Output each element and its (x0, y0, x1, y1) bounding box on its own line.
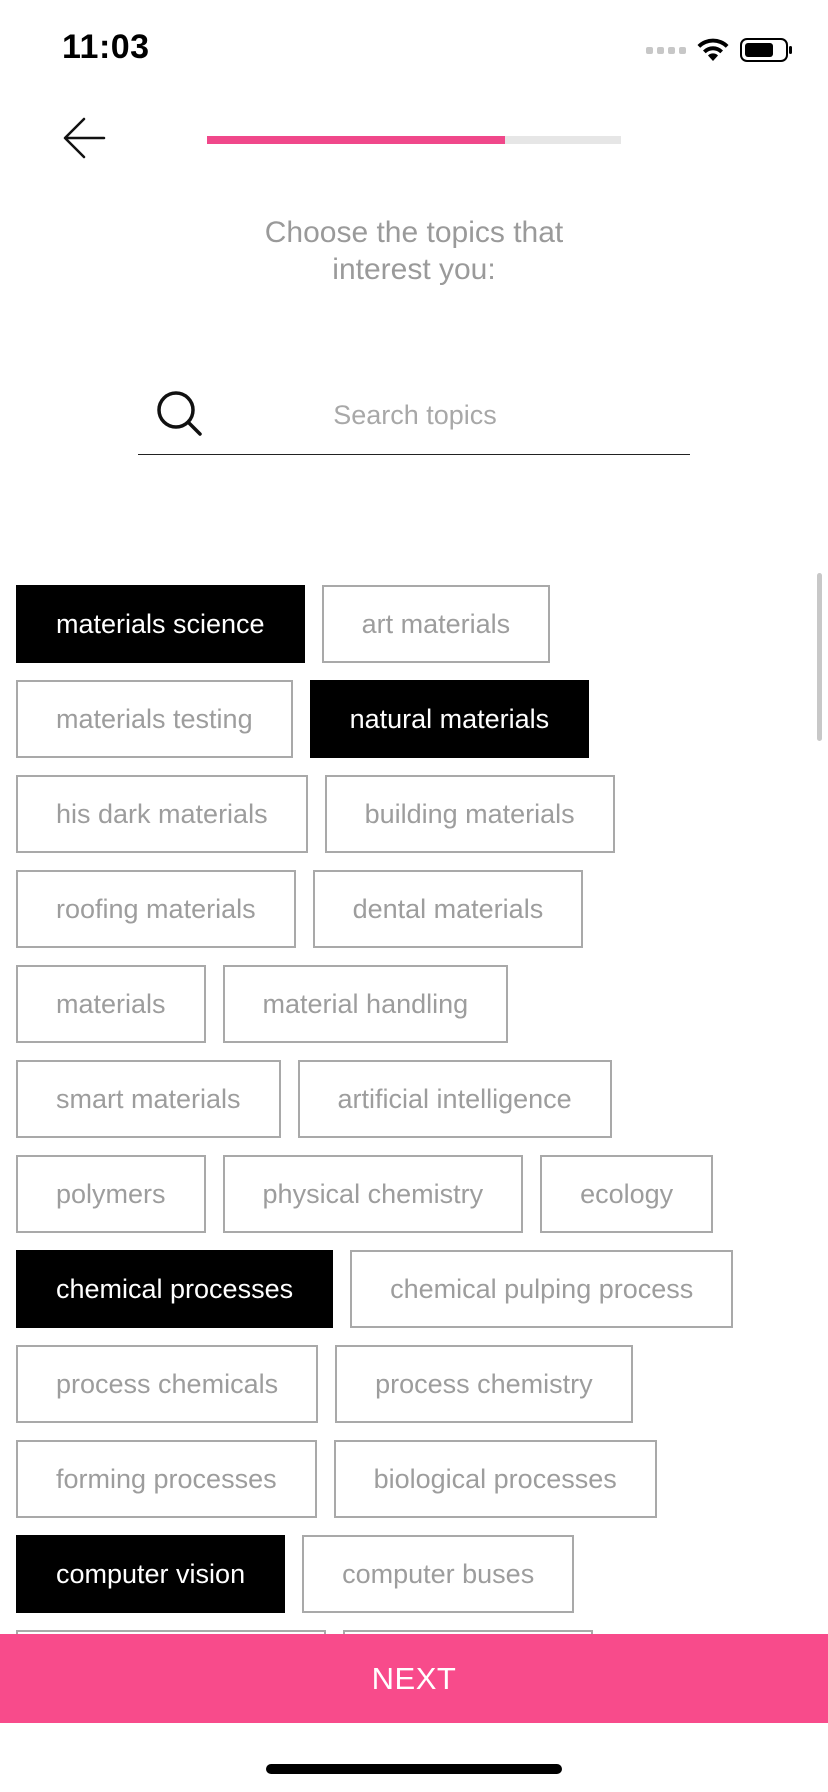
arrow-left-icon (63, 117, 106, 159)
topic-chip[interactable]: material handling (222, 965, 509, 1043)
topic-row (16, 1630, 796, 1635)
search-icon[interactable] (156, 390, 204, 438)
topic-chip[interactable]: physical chemistry (222, 1155, 524, 1233)
topic-chip[interactable]: art materials (321, 585, 551, 663)
status-time: 11:03 (62, 28, 150, 66)
search-input[interactable] (218, 386, 612, 444)
scrollbar[interactable] (817, 573, 822, 741)
topic-chip[interactable]: smart materials (16, 1060, 281, 1138)
topic-chip[interactable]: computer vision (16, 1535, 286, 1613)
topic-chip[interactable]: his dark materials (16, 775, 308, 853)
topic-chip[interactable]: process chemicals (16, 1345, 319, 1423)
page-title: Choose the topics that interest you: (0, 214, 828, 288)
topic-chip[interactable]: chemical processes (16, 1250, 334, 1328)
page-title-line-1: Choose the topics that (264, 216, 564, 249)
topic-chip[interactable]: forming processes (16, 1440, 317, 1518)
topic-chip[interactable] (343, 1630, 593, 1635)
status-icons (646, 34, 794, 66)
topic-chip[interactable]: natural materials (309, 680, 590, 758)
progress-bar-fill (207, 136, 506, 144)
home-indicator (266, 1764, 562, 1774)
topic-chip[interactable]: computer buses (302, 1535, 575, 1613)
topic-chip[interactable]: roofing materials (16, 870, 296, 948)
page-title-line-2: interest you: (332, 253, 496, 286)
topic-chip[interactable]: ecology (540, 1155, 714, 1233)
progress-bar (207, 136, 621, 144)
topic-chip[interactable]: materials (16, 965, 206, 1043)
back-button[interactable] (58, 112, 110, 164)
topic-chip[interactable]: materials testing (16, 680, 293, 758)
topic-chip[interactable]: dental materials (312, 870, 584, 948)
topic-chip[interactable]: process chemistry (335, 1345, 633, 1423)
next-button[interactable]: NEXT (0, 1634, 828, 1723)
search-bar (138, 378, 690, 455)
battery-icon (740, 38, 792, 62)
signal-icon (646, 46, 686, 54)
topic-chip[interactable]: artificial intelligence (297, 1060, 612, 1138)
wifi-icon (697, 38, 729, 61)
topic-chip[interactable]: materials science (16, 585, 305, 663)
topic-chip[interactable]: biological processes (333, 1440, 657, 1518)
topic-chip[interactable]: polymers (16, 1155, 206, 1233)
topic-chip[interactable] (16, 1630, 326, 1635)
topic-chip[interactable]: chemical pulping process (350, 1250, 734, 1328)
topic-chip[interactable]: building materials (324, 775, 615, 853)
